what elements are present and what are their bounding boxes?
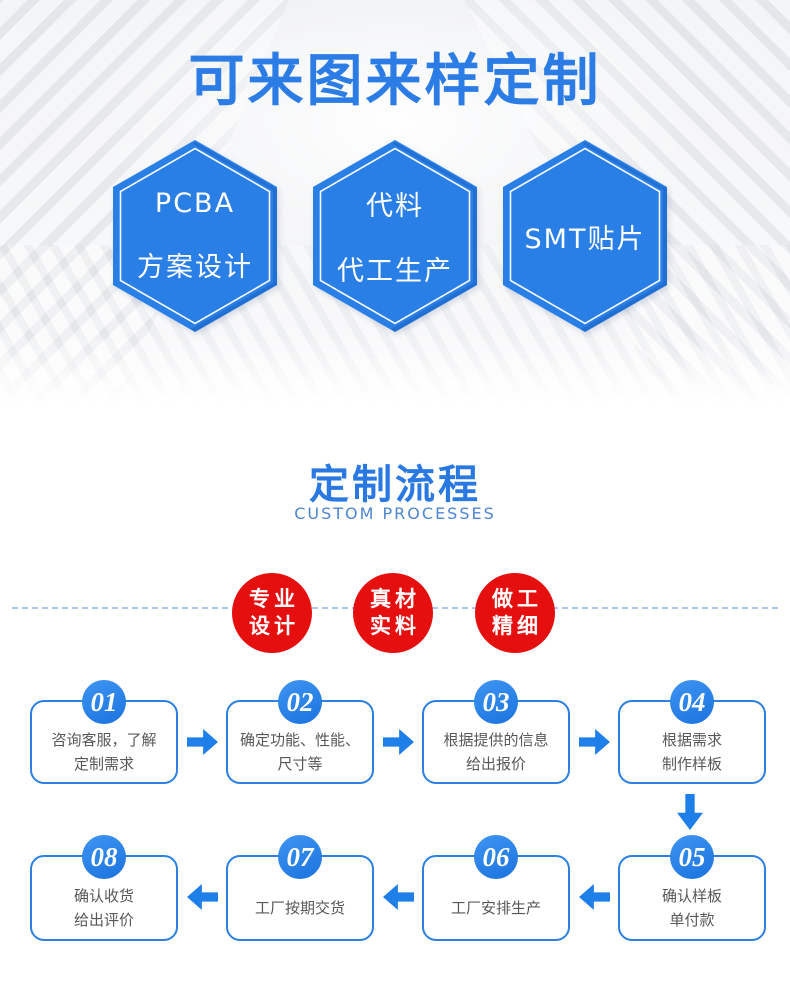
hexagon-label-line1: SMT贴片: [524, 223, 646, 255]
hexagon-label: SMT贴片: [503, 140, 667, 332]
quality-badge-genuine-materials: 真材 实料: [353, 573, 433, 653]
step-description: 工厂按期交货: [232, 881, 368, 934]
step-description-line2: 给出报价: [465, 754, 526, 773]
quality-badge-line2: 实料: [370, 614, 420, 638]
hexagon-label-line1: 代料: [366, 191, 424, 222]
step-box-01: 01 咨询客服，了解 定制需求: [30, 680, 178, 784]
step-description-line1: 确认样板: [661, 886, 722, 905]
banner: 可来图来样定制 PCBA 方案设计 代料 代工生产: [0, 0, 790, 405]
step-description-line1: 咨询客服，了解: [51, 730, 157, 749]
quality-badge-line1: 做工: [492, 587, 542, 611]
step-description-line2: 尺寸等: [277, 754, 323, 773]
step-box-02: 02 确定功能、性能、 尺寸等: [226, 680, 374, 784]
step-box-05: 05 确认样板 单付款: [618, 835, 766, 941]
hexagon-label-line1: PCBA: [154, 188, 236, 219]
process-section-title: 定制流程: [309, 462, 481, 508]
step-number-badge: 07: [278, 835, 322, 879]
step-number-badge: 05: [670, 835, 714, 879]
step-description-line2: 给出评价: [73, 910, 134, 929]
step-box-07: 07 工厂按期交货: [226, 835, 374, 941]
flow-arrow-down-icon: [677, 794, 703, 830]
banner-bottom-fade: [0, 335, 790, 405]
quality-badge-line1: 真材: [370, 587, 420, 611]
step-description-line2: 制作样板: [661, 754, 722, 773]
step-description-line1: 确定功能、性能、: [239, 730, 360, 749]
step-description-line1: 根据需求: [661, 730, 722, 749]
hexagon-shape-icon: [503, 140, 667, 332]
step-description-line2: 单付款: [669, 910, 715, 929]
step-box-06: 06 工厂安排生产: [422, 835, 570, 941]
step-description: 根据需求 制作样板: [624, 726, 760, 777]
step-description: 工厂安排生产: [428, 881, 564, 934]
hexagon-label: PCBA 方案设计: [113, 140, 277, 332]
step-description: 确认样板 单付款: [624, 881, 760, 934]
step-description: 根据提供的信息 给出报价: [428, 726, 564, 777]
step-description-line2: 定制需求: [73, 754, 134, 773]
step-number-badge: 06: [474, 835, 518, 879]
flow-arrow-right-icon: [383, 729, 414, 755]
banner-title: 可来图来样定制: [188, 49, 602, 114]
step-number-badge: 01: [82, 680, 126, 724]
quality-badge-line2: 设计: [249, 614, 299, 638]
step-number-badge: 02: [278, 680, 322, 724]
step-number-badge: 04: [670, 680, 714, 724]
quality-badge-professional-design: 专业 设计: [232, 573, 312, 653]
hexagon-label: 代料 代工生产: [313, 140, 477, 332]
step-number-badge: 08: [82, 835, 126, 879]
step-description-line1: 工厂按期交货: [254, 898, 345, 917]
quality-badge-line2: 精细: [492, 614, 542, 638]
step-description: 咨询客服，了解 定制需求: [36, 726, 172, 777]
hexagon-oem-production: 代料 代工生产: [313, 140, 477, 332]
quality-badge-line1: 专业: [249, 587, 299, 611]
flow-arrow-right-icon: [579, 729, 610, 755]
step-description-line1: 工厂安排生产: [450, 898, 541, 917]
quality-badge-fine-workmanship: 做工 精细: [475, 573, 555, 653]
process-section-subtitle: CUSTOM PROCESSES: [294, 504, 496, 523]
step-box-04: 04 根据需求 制作样板: [618, 680, 766, 784]
hexagon-label-line2: 代工生产: [337, 256, 453, 287]
hexagon-shape-icon: [313, 140, 477, 332]
step-description-line1: 确认收货: [73, 886, 134, 905]
flow-arrow-left-icon: [579, 884, 610, 910]
step-box-03: 03 根据提供的信息 给出报价: [422, 680, 570, 784]
step-number-badge: 03: [474, 680, 518, 724]
flow-arrow-left-icon: [187, 884, 218, 910]
hexagon-label-line2: 方案设计: [137, 252, 253, 283]
hexagon-pcba-design: PCBA 方案设计: [113, 140, 277, 332]
flow-arrow-left-icon: [383, 884, 414, 910]
flow-arrow-right-icon: [187, 729, 218, 755]
step-description: 确定功能、性能、 尺寸等: [232, 726, 368, 777]
hexagon-smt-mounting: SMT贴片: [503, 140, 667, 332]
step-description-line1: 根据提供的信息: [443, 730, 549, 749]
hexagon-shape-icon: [113, 140, 277, 332]
step-box-08: 08 确认收货 给出评价: [30, 835, 178, 941]
step-description: 确认收货 给出评价: [36, 881, 172, 934]
